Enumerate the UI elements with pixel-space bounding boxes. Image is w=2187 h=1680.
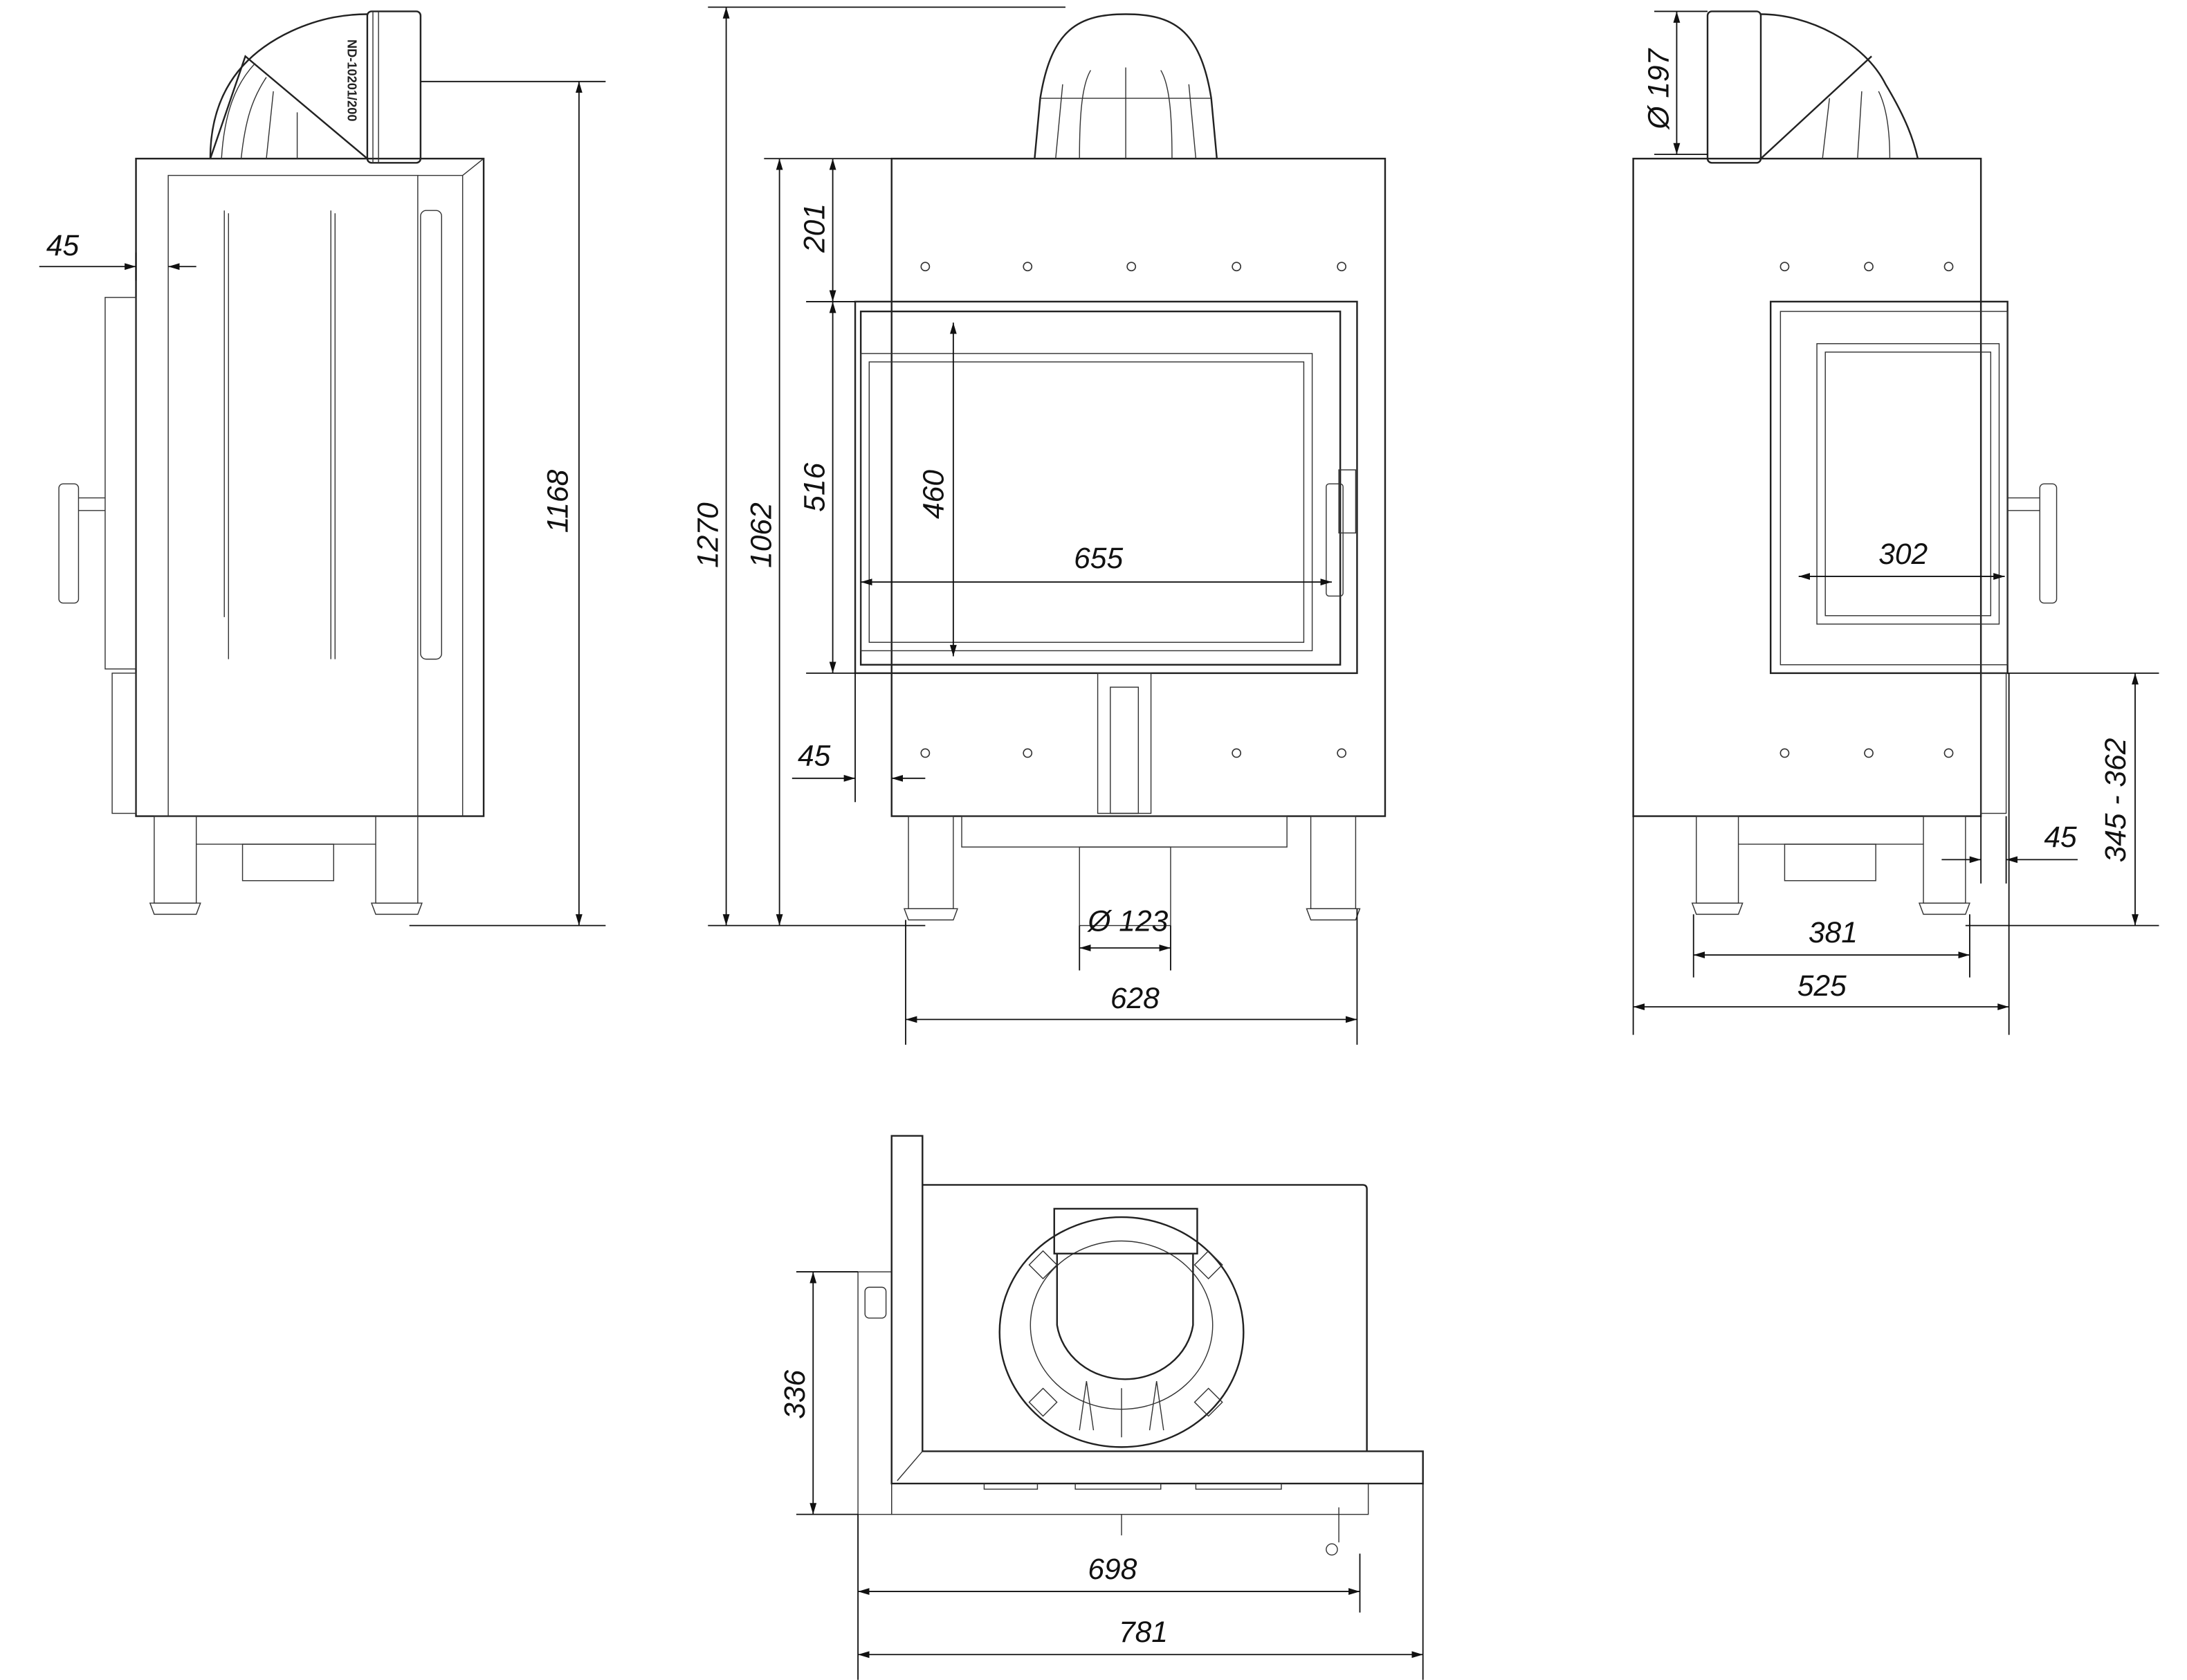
dim-525: 525	[1797, 969, 1847, 1003]
pipe-marking: ND-10201/200	[345, 39, 360, 122]
dim-1168: 1168	[542, 469, 575, 533]
dim-1062: 1062	[744, 502, 778, 568]
dim-45-right: 45	[2044, 821, 2077, 854]
top-view: 336 698 781	[778, 1135, 1424, 1680]
mounting-lugs	[1028, 1250, 1223, 1417]
dim-336: 336	[778, 1370, 812, 1419]
dim-diameter-197: Ø 197	[1642, 48, 1675, 130]
dim-345-362: 345 - 362	[2099, 738, 2132, 862]
dim-diameter-123: Ø 123	[1086, 905, 1168, 938]
dim-201: 201	[798, 203, 831, 253]
dim-698: 698	[1088, 1553, 1137, 1586]
dim-781: 781	[1119, 1616, 1168, 1649]
dim-1270: 1270	[691, 502, 724, 568]
front-view: 1270 1062 201 516 460 655 45 Ø 123 628	[691, 6, 1954, 1045]
right-side-view: Ø 197 302 345 - 362 45 381 525	[1632, 10, 2159, 1035]
dim-516: 516	[798, 463, 831, 512]
dim-45-front: 45	[798, 740, 831, 773]
left-side-view: ND-10201/200 1168 45	[39, 10, 606, 926]
dim-302: 302	[1878, 538, 1928, 571]
dim-45-left: 45	[46, 229, 80, 262]
dim-655: 655	[1074, 542, 1123, 575]
dim-381: 381	[1809, 916, 1858, 949]
dim-628: 628	[1110, 982, 1160, 1015]
bolt-dots	[920, 262, 1954, 758]
dim-460: 460	[917, 470, 951, 519]
